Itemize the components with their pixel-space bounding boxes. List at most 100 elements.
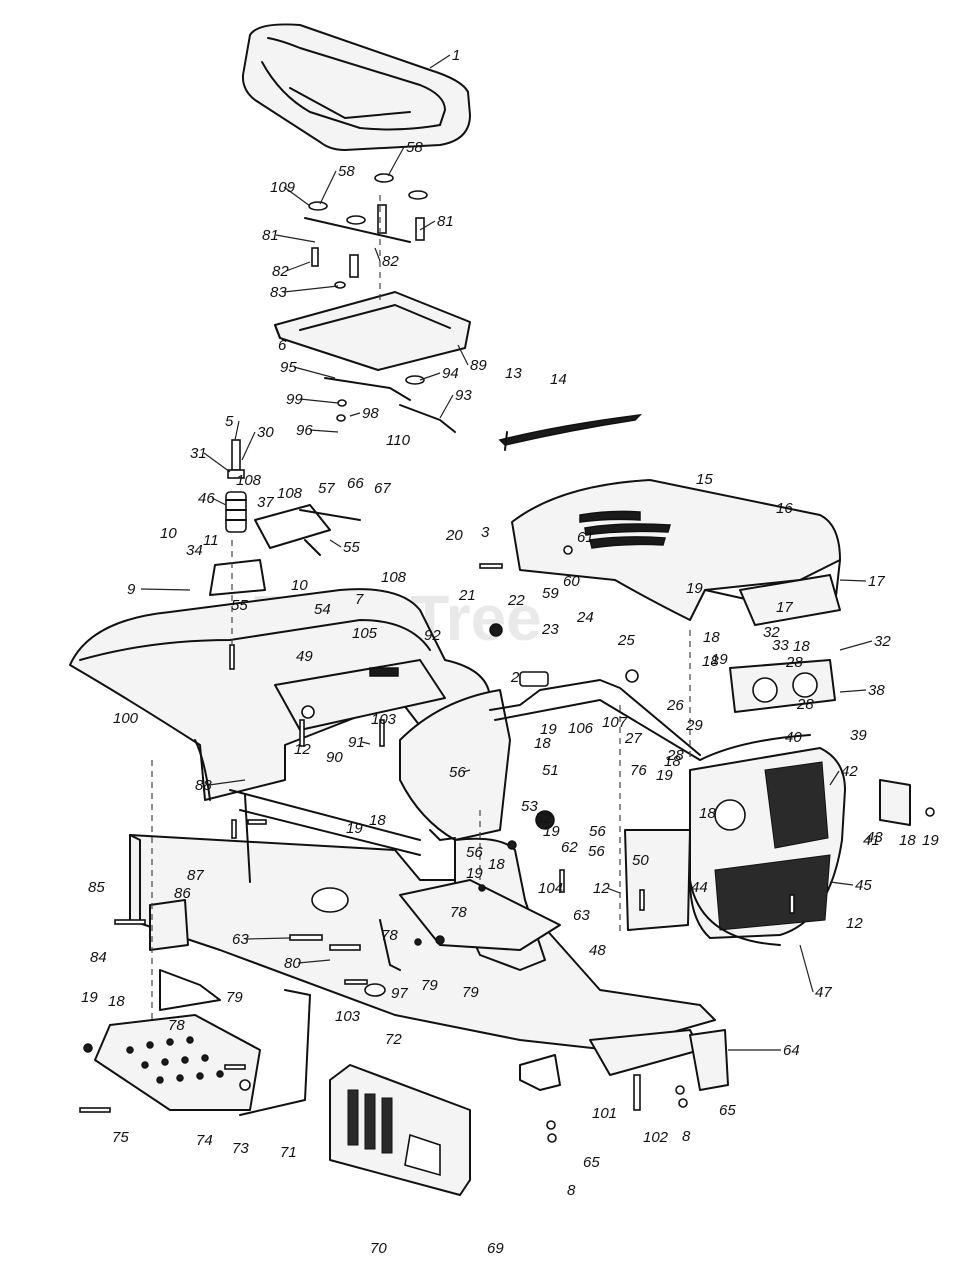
callout-18c: 18 xyxy=(702,653,719,670)
callout-108b: 108 xyxy=(277,485,303,502)
front-grille-assembly xyxy=(689,734,846,946)
leader-c-1 xyxy=(429,54,451,69)
side-skirt xyxy=(329,1064,471,1196)
callout-56d: 56 xyxy=(466,844,483,861)
callout-8b: 8 xyxy=(567,1182,576,1199)
callout-80: 80 xyxy=(284,955,301,972)
leader-c-80 xyxy=(297,959,331,964)
callout-47: 47 xyxy=(815,984,832,1001)
leader-c-9 xyxy=(140,588,191,591)
callout-27: 27 xyxy=(624,730,642,747)
assembly-lines xyxy=(151,195,691,1020)
steering-hardware xyxy=(209,439,361,596)
bracket-41 xyxy=(879,779,911,826)
callout-98: 98 xyxy=(362,405,379,422)
leader-c-96 xyxy=(309,429,339,433)
leader-c-31 xyxy=(203,452,231,473)
callout-84: 84 xyxy=(90,949,107,966)
callout-66: 66 xyxy=(347,475,364,492)
callout-56b: 56 xyxy=(589,823,606,840)
leader-c-81a xyxy=(275,234,316,243)
callout-99: 99 xyxy=(286,391,303,408)
steering-column-parts xyxy=(489,623,701,830)
callout-107: 107 xyxy=(602,714,628,731)
callout-58b: 58 xyxy=(338,163,355,180)
callout-18f: 18 xyxy=(899,832,916,849)
callout-18b: 18 xyxy=(793,638,810,655)
leader-c-58b xyxy=(319,170,337,205)
callout-82a: 82 xyxy=(272,263,289,280)
callout-81a: 81 xyxy=(262,227,279,244)
callout-17b: 17 xyxy=(776,599,793,616)
leader-c-38 xyxy=(839,689,867,693)
callout-57: 57 xyxy=(318,480,335,497)
dash-support xyxy=(399,689,511,841)
callout-9: 9 xyxy=(127,581,136,598)
callout-86: 86 xyxy=(174,885,191,902)
callout-1: 1 xyxy=(452,47,460,64)
callout-51: 51 xyxy=(542,762,559,779)
callout-61: 61 xyxy=(577,529,594,546)
callout-31: 31 xyxy=(190,445,207,462)
leader-c-17a xyxy=(839,579,867,582)
fender-deck xyxy=(69,588,491,801)
callout-73: 73 xyxy=(232,1140,249,1157)
seat-bracket-6 xyxy=(274,291,471,371)
callout-10b: 10 xyxy=(291,577,308,594)
callout-19e: 19 xyxy=(922,832,939,849)
callout-63a: 63 xyxy=(573,907,590,924)
callout-50: 50 xyxy=(632,852,649,869)
callout-56c: 56 xyxy=(588,843,605,860)
callout-62: 62 xyxy=(561,839,578,856)
callout-43: 43 xyxy=(866,829,883,846)
leader-c-55a xyxy=(329,539,342,548)
callout-24: 24 xyxy=(576,609,594,626)
callout-101: 101 xyxy=(592,1105,617,1122)
leader-c-82a xyxy=(285,261,311,272)
dash-panel xyxy=(729,659,836,713)
callout-17a: 17 xyxy=(868,573,885,590)
callout-65b: 65 xyxy=(583,1154,600,1171)
callout-18j: 18 xyxy=(108,993,125,1010)
callout-52: 52 xyxy=(535,810,552,827)
callout-105: 105 xyxy=(352,625,378,642)
floor-panel xyxy=(399,879,561,951)
leader-c-109 xyxy=(283,186,311,207)
callout-40: 40 xyxy=(785,729,802,746)
callout-83: 83 xyxy=(270,284,287,301)
callout-94: 94 xyxy=(442,365,459,382)
callout-8a: 8 xyxy=(682,1128,691,1145)
callout-97: 97 xyxy=(391,985,408,1002)
callout-45: 45 xyxy=(855,877,872,894)
callout-55a: 55 xyxy=(343,539,360,556)
callout-16: 16 xyxy=(776,500,793,517)
hood xyxy=(511,479,841,621)
callout-64: 64 xyxy=(783,1042,800,1059)
callout-19h: 19 xyxy=(466,865,483,882)
callout-19b: 19 xyxy=(711,651,728,668)
callout-22: 22 xyxy=(507,592,525,609)
callout-19d: 19 xyxy=(656,767,673,784)
callout-91: 91 xyxy=(348,734,365,751)
callout-25: 25 xyxy=(617,632,635,649)
leader-c-95 xyxy=(293,366,336,379)
leader-c-42 xyxy=(829,770,840,786)
callout-6: 6 xyxy=(278,337,287,354)
leader-c-98 xyxy=(349,412,361,417)
callout-18g: 18 xyxy=(699,805,716,822)
callout-19f: 19 xyxy=(543,823,560,840)
callout-110: 110 xyxy=(386,432,411,449)
callout-82b: 82 xyxy=(382,253,399,270)
callout-63b: 63 xyxy=(232,931,249,948)
hood-bracket-16 xyxy=(739,574,841,626)
pedal-arm xyxy=(159,919,401,1011)
callout-32b: 32 xyxy=(874,633,891,650)
callout-78b: 78 xyxy=(450,904,467,921)
leader-c-12b xyxy=(606,887,621,894)
callout-70: 70 xyxy=(370,1240,387,1257)
main-frame xyxy=(129,789,716,1051)
callout-21: 21 xyxy=(458,587,476,604)
